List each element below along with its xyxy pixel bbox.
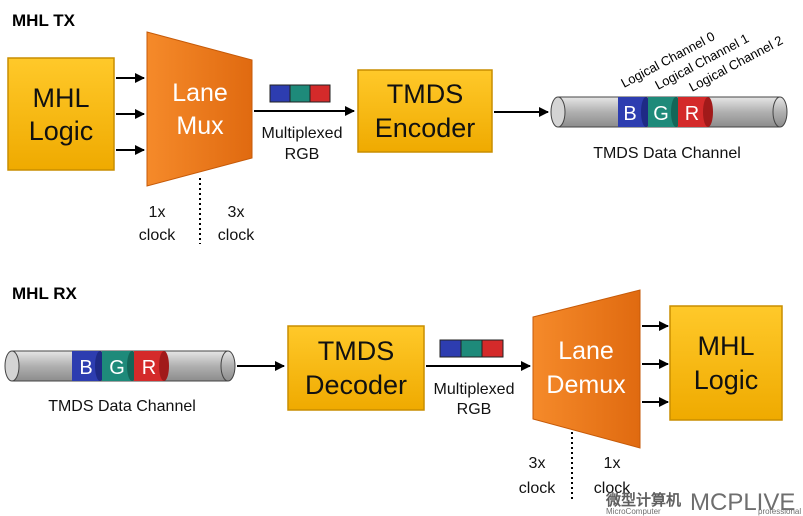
tx-mux-line1: Lane [172, 79, 228, 107]
rx-lane-demux: Lane Demux [532, 289, 641, 449]
rx-clock-3x-line1: 3x [529, 455, 546, 472]
rx-clock-1x-line2: clock [594, 480, 631, 497]
rx-clock-3x-line2: clock [519, 480, 556, 497]
tx-tmds-encoder-box: TMDS Encoder [357, 69, 493, 153]
rx-rgb-strip [439, 339, 504, 358]
rx-demux-line2: Demux [546, 371, 626, 399]
tx-encoder-line2: Encoder [375, 113, 476, 143]
tx-channel-letter-g: G [653, 103, 669, 125]
tx-mux-label-line2: RGB [285, 146, 320, 163]
watermark-logo: 微型计算机 MCPLIVE MicroComputer professional [605, 489, 801, 516]
rx-clock-1x-line1: 1x [604, 455, 621, 472]
rx-title: MHL RX [12, 284, 78, 303]
rx-decoder-line2: Decoder [305, 370, 407, 400]
tx-clock-1x-line1: 1x [149, 204, 166, 221]
rx-channel-letter-r: R [142, 357, 156, 379]
rx-mhl-logic-box: MHL Logic [669, 305, 783, 421]
tx-lane-mux: Lane Mux [146, 31, 253, 187]
watermark-sub2: professional [758, 507, 801, 516]
tx-channel-letter-r: R [685, 103, 699, 125]
tx-data-channel-cylinder: B G R [550, 96, 788, 128]
rx-logic-line1: MHL [697, 331, 754, 361]
tx-mhl-logic-box: MHL Logic [7, 57, 115, 171]
tx-encoder-line1: TMDS [387, 79, 464, 109]
rx-decoder-line1: TMDS [318, 336, 395, 366]
rx-demux-line1: Lane [558, 337, 614, 365]
tx-clock-3x-line2: clock [218, 227, 255, 244]
tx-mux-label-line1: Multiplexed [262, 125, 343, 142]
rx-channel-label: TMDS Data Channel [48, 398, 196, 415]
rx-mux-label-line1: Multiplexed [434, 381, 515, 398]
rx-mux-label-line2: RGB [457, 401, 492, 418]
tx-clock-1x-line2: clock [139, 227, 176, 244]
tx-channel-letter-b: B [623, 103, 636, 125]
tx-title: MHL TX [12, 11, 76, 30]
watermark-cn: 微型计算机 [605, 491, 681, 509]
watermark-sub: MicroComputer [606, 507, 661, 516]
rx-channel-letter-b: B [79, 357, 92, 379]
rx-data-channel-cylinder: B G R [4, 350, 236, 382]
rx-logic-line2: Logic [694, 365, 759, 395]
rx-tmds-decoder-box: TMDS Decoder [287, 325, 425, 411]
rx-channel-letter-g: G [109, 357, 125, 379]
tx-mux-line2: Mux [176, 112, 224, 140]
tx-logic-line2: Logic [29, 116, 94, 146]
tx-clock-3x-line1: 3x [228, 204, 245, 221]
tx-channel-label: TMDS Data Channel [593, 145, 741, 162]
tx-rgb-strip [269, 84, 331, 103]
watermark-brand: MCPLIVE [690, 489, 795, 516]
tx-logic-line1: MHL [32, 83, 89, 113]
